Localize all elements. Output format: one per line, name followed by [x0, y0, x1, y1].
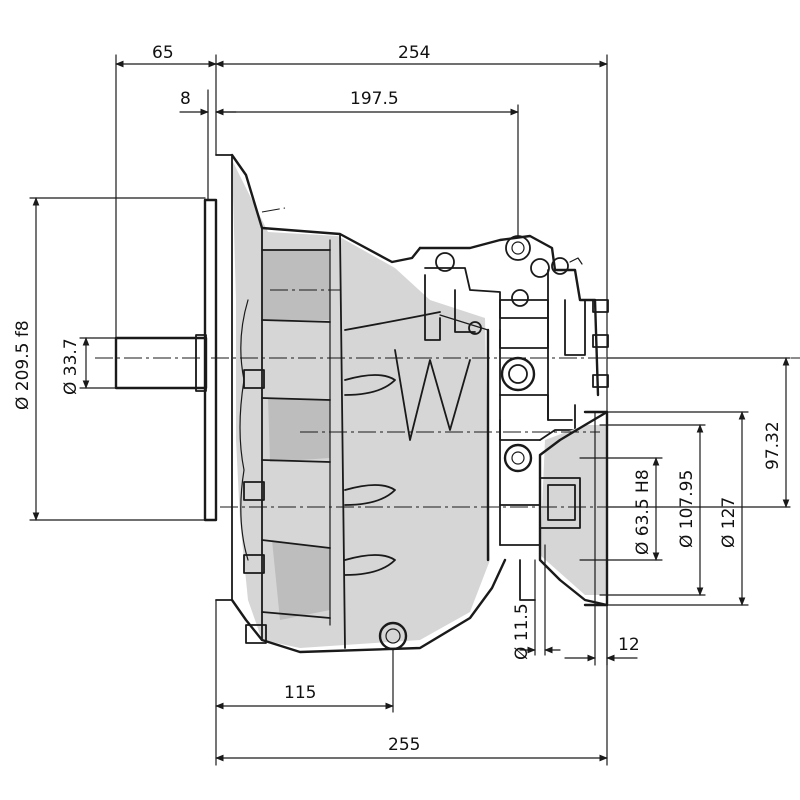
dim-107-95: Ø 107.95 — [677, 470, 697, 548]
dimension-labels: 65 254 8 197.5 Ø 209.5 f8 Ø 33.7 97.32 Ø… — [13, 43, 783, 755]
gearbox-housing — [203, 153, 507, 654]
dimension-lines — [29, 54, 791, 766]
input-shaft — [114, 334, 208, 392]
dim-197-5: 197.5 — [350, 89, 399, 109]
control-valve-assembly — [418, 234, 609, 473]
dim-255: 255 — [388, 735, 420, 755]
dim-11-5: Ø 11.5 — [512, 603, 532, 660]
dim-115: 115 — [284, 683, 316, 703]
dim-97-32: 97.32 — [763, 421, 783, 470]
valve-plug — [500, 356, 536, 392]
dim-209-5: Ø 209.5 f8 — [13, 320, 33, 410]
dim-65: 65 — [152, 43, 174, 63]
dim-63-5: Ø 63.5 H8 — [633, 469, 653, 555]
dim-12: 12 — [618, 635, 640, 655]
dim-8: 8 — [180, 89, 191, 109]
dim-254: 254 — [398, 43, 430, 63]
flange-bolts — [243, 369, 267, 644]
dim-127: Ø 127 — [719, 497, 739, 548]
dim-33-7: Ø 33.7 — [61, 338, 81, 395]
output-flange — [499, 410, 609, 607]
drain-plug — [378, 621, 408, 651]
